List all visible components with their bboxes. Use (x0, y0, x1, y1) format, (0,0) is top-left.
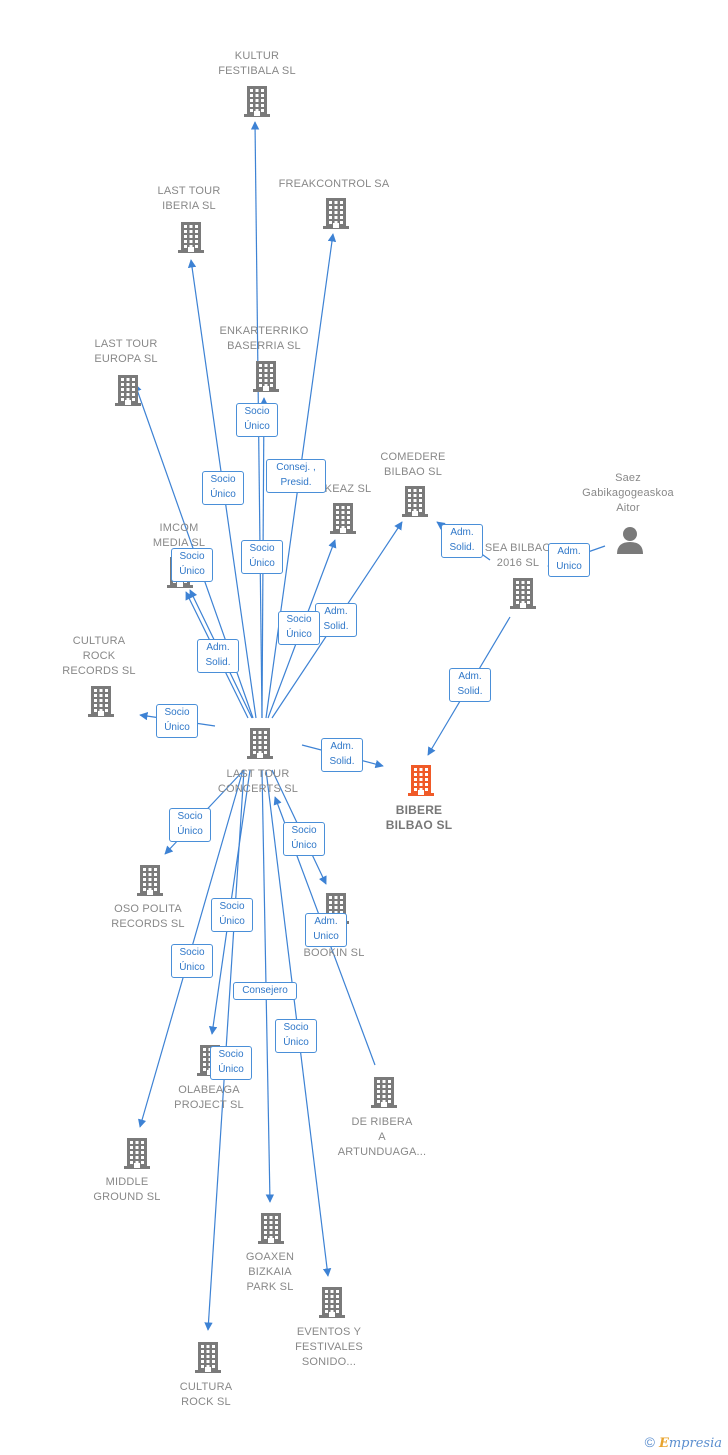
node-label-lt-iberia[interactable]: LAST TOUR IBERIA SL (157, 185, 221, 212)
node-label-olabeaga[interactable]: OLABEAGA PROJECT SL (174, 1084, 244, 1111)
edge-label[interactable]: Consejero (233, 982, 297, 1000)
edge-label[interactable]: Socio Único (202, 471, 244, 505)
building-icon[interactable] (245, 726, 275, 765)
edge-label[interactable]: Adm. Unico (305, 913, 347, 947)
node-label-eventos[interactable]: EVENTOS Y FESTIVALES SONIDO... (295, 1326, 363, 1368)
building-icon[interactable] (317, 1285, 347, 1324)
building-icon[interactable] (406, 763, 436, 802)
node-label-cultura-rock-rec[interactable]: CULTURA ROCK RECORDS SL (62, 635, 136, 677)
building-icon[interactable] (508, 576, 538, 615)
node-label-middle[interactable]: MIDDLE GROUND SL (93, 1176, 161, 1203)
edge-label[interactable]: Socio Único (278, 611, 320, 645)
brand-name: mpresia (668, 1436, 722, 1451)
edge-label[interactable]: Adm. Solid. (449, 668, 491, 702)
building-icon[interactable] (321, 196, 351, 235)
brand-logo[interactable]: Empresia (659, 1436, 722, 1451)
node-label-goaxen[interactable]: GOAXEN BIZKAIA PARK SL (245, 1251, 295, 1293)
building-icon[interactable] (328, 501, 358, 540)
node-label-kultur[interactable]: KULTUR FESTIBALA SL (218, 50, 296, 77)
node-label-comedere[interactable]: COMEDERE BILBAO SL (380, 451, 446, 478)
node-label-deribera[interactable]: DE RIBERA A ARTUNDUAGA... (337, 1116, 427, 1158)
edge-label[interactable]: Adm. Solid. (441, 524, 483, 558)
edge-label[interactable]: Socio Único (171, 548, 213, 582)
edge-label[interactable]: Adm. Solid. (315, 603, 357, 637)
edge-label[interactable]: Socio Único (236, 403, 278, 437)
edge-label[interactable]: Socio Único (211, 898, 253, 932)
footer-brand: ©Empresia (645, 1434, 722, 1451)
node-label-keaz[interactable]: KEAZ SL (324, 483, 372, 495)
edge-label[interactable]: Consej. , Presid. (266, 459, 326, 493)
building-icon[interactable] (135, 863, 165, 902)
node-label-lt-europa[interactable]: LAST TOUR EUROPA SL (94, 338, 158, 365)
building-icon[interactable] (400, 484, 430, 523)
node-label-imcom[interactable]: IMCOM MEDIA SL (152, 522, 206, 549)
person-icon[interactable] (615, 525, 645, 560)
edge-label[interactable]: Socio Único (210, 1046, 252, 1080)
edge-label[interactable]: Socio Único (171, 944, 213, 978)
copyright-symbol: © (644, 1434, 655, 1450)
edge-label[interactable]: Adm. Solid. (321, 738, 363, 772)
building-icon[interactable] (193, 1340, 223, 1379)
building-icon[interactable] (251, 359, 281, 398)
building-icon[interactable] (113, 373, 143, 412)
edge-label[interactable]: Socio Único (169, 808, 211, 842)
edge-label[interactable]: Adm. Solid. (197, 639, 239, 673)
building-icon[interactable] (242, 84, 272, 123)
node-label-saez[interactable]: Saez Gabikagogeaskoa Aitor (582, 472, 674, 514)
building-icon[interactable] (122, 1136, 152, 1175)
edge-label[interactable]: Adm. Unico (548, 543, 590, 577)
node-label-oso[interactable]: OSO POLITA RECORDS SL (111, 903, 185, 930)
node-label-bibere[interactable]: BIBERE BILBAO SL (385, 803, 453, 832)
brand-initial: E (658, 1436, 669, 1451)
edge-label[interactable]: Socio Único (241, 540, 283, 574)
building-icon[interactable] (176, 220, 206, 259)
building-icon[interactable] (369, 1075, 399, 1114)
node-label-sea[interactable]: SEA BILBAO 2016 SL (484, 542, 552, 569)
edge-label[interactable]: Socio Único (156, 704, 198, 738)
node-label-cultura-rock[interactable]: CULTURA ROCK SL (179, 1381, 233, 1408)
node-label-freak[interactable]: FREAKCONTROL SA (278, 178, 390, 190)
node-label-enkar[interactable]: ENKARTERRIKO BASERRIA SL (219, 325, 309, 352)
edge-label[interactable]: Socio Único (283, 822, 325, 856)
edge-label[interactable]: Socio Único (275, 1019, 317, 1053)
building-icon[interactable] (256, 1211, 286, 1250)
node-label-ltc[interactable]: LAST TOUR CONCERTS SL (217, 768, 299, 795)
building-icon[interactable] (86, 684, 116, 723)
